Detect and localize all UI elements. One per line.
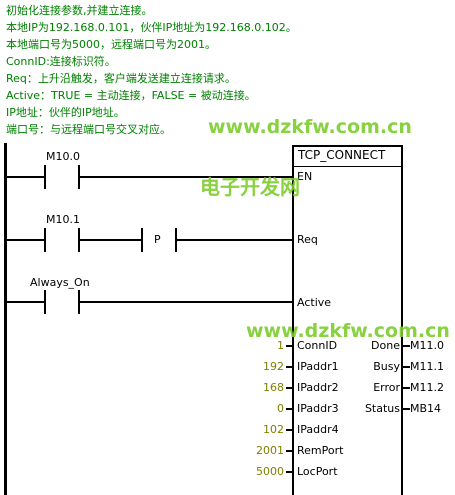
pin-connid: ConnID (297, 339, 338, 352)
wire (80, 239, 142, 241)
comment-line: IP地址：伙伴的IP地址。 (6, 106, 125, 119)
pin-tick (286, 471, 294, 473)
watermark-url: www.dzkfw.com.cn (246, 320, 450, 342)
pin-done: Done (371, 339, 400, 352)
pin-tick (286, 450, 294, 452)
pin-req: Req (297, 233, 318, 246)
comment-line: ConnID:连接标识符。 (6, 55, 116, 68)
comment-line: 本地IP为192.168.0.101，伙伴IP地址为192.168.0.102。 (6, 21, 297, 34)
positive-edge-contact[interactable]: P (141, 227, 179, 253)
contact-bar-right (78, 290, 80, 314)
pin-tick (286, 429, 294, 431)
pin-ipaddr4: IPaddr4 (297, 423, 339, 436)
value-connid[interactable]: 1 (277, 339, 284, 352)
contact-bar-left (44, 290, 46, 314)
pin-active: Active (297, 296, 332, 309)
output-busy-address[interactable]: M11.1 (410, 360, 444, 373)
contact-bar-left (44, 228, 46, 252)
value-ipaddr2[interactable]: 168 (263, 381, 284, 394)
wire (7, 176, 45, 178)
comment-line: Active：TRUE = 主动连接，FALSE = 被动连接。 (6, 89, 256, 102)
contact-m10-0[interactable] (44, 164, 82, 190)
output-status-address[interactable]: MB14 (410, 402, 442, 415)
contact-label-always-on: Always_On (30, 276, 90, 289)
comment-line: Req：上升沿触发，客户端发送建立连接请求。 (6, 72, 236, 85)
watermark-url: www.dzkfw.com.cn (208, 116, 412, 138)
wire (177, 239, 292, 241)
pin-tick (286, 408, 294, 410)
pin-status: Status (364, 402, 400, 415)
pin-tick (286, 366, 294, 368)
contact-label-m10-1: M10.1 (46, 213, 80, 226)
pin-tick (402, 408, 410, 410)
block-title-divider (293, 166, 402, 167)
contact-bar-left (141, 228, 143, 252)
wire (7, 239, 45, 241)
value-remport[interactable]: 2001 (256, 444, 284, 457)
value-ipaddr1[interactable]: 192 (263, 360, 284, 373)
value-ipaddr3[interactable]: 0 (277, 402, 284, 415)
pin-tick (402, 387, 410, 389)
contact-bar-left (44, 165, 46, 189)
comment-line: 本地端口号为5000，远程端口号为2001。 (6, 38, 216, 51)
contact-m10-1[interactable] (44, 227, 82, 253)
network-comment[interactable]: 初始化连接参数,并建立连接。 本地IP为192.168.0.101，伙伴IP地址… (0, 0, 455, 142)
pin-ipaddr2: IPaddr2 (297, 381, 339, 394)
value-ipaddr4[interactable]: 102 (263, 423, 284, 436)
tcp-connect-block[interactable] (292, 145, 403, 495)
pin-en: EN (297, 170, 313, 183)
comment-line: 初始化连接参数,并建立连接。 (6, 4, 153, 17)
pin-tick (402, 345, 410, 347)
wire (80, 176, 292, 178)
wire (80, 301, 292, 303)
pin-remport: RemPort (297, 444, 344, 457)
contact-bar-right (175, 228, 177, 252)
value-locport[interactable]: 5000 (256, 465, 284, 478)
wire (7, 301, 45, 303)
contact-bar-right (78, 228, 80, 252)
contact-always-on[interactable] (44, 289, 82, 315)
contact-label-m10-0: M10.0 (46, 150, 80, 163)
pin-busy: Busy (373, 360, 400, 373)
output-done-address[interactable]: M11.0 (410, 339, 444, 352)
pin-tick (402, 366, 410, 368)
pin-ipaddr1: IPaddr1 (297, 360, 339, 373)
left-power-rail (4, 143, 7, 495)
pin-locport: LocPort (297, 465, 338, 478)
positive-edge-label: P (154, 233, 161, 246)
block-title: TCP_CONNECT (298, 148, 386, 162)
pin-ipaddr3: IPaddr3 (297, 402, 339, 415)
output-error-address[interactable]: M11.2 (410, 381, 444, 394)
contact-bar-right (78, 165, 80, 189)
comment-line: 端口号：与远程端口号交叉对应。 (6, 123, 171, 136)
pin-tick (286, 387, 294, 389)
watermark-site-name: 电子开发网 (200, 175, 300, 199)
pin-error: Error (373, 381, 400, 394)
pin-tick (286, 345, 294, 347)
